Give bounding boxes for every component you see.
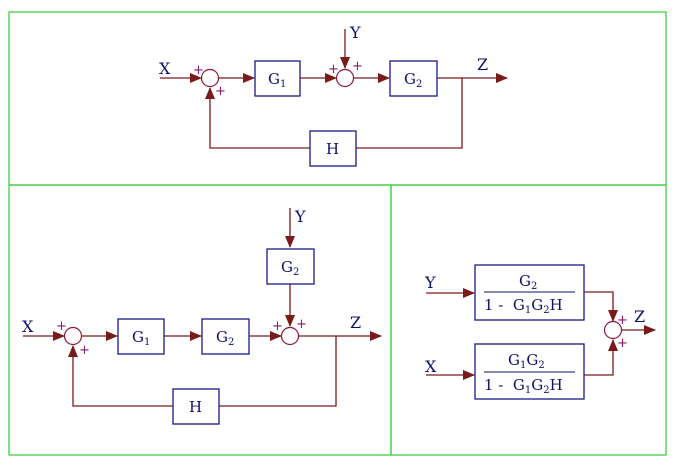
- sum1-plus-left: +: [193, 63, 204, 78]
- block-h: [309, 130, 357, 167]
- panel-bottom-right-frame: [390, 184, 667, 456]
- signal-x-label: X: [159, 59, 171, 78]
- sum2-plus-top: +: [296, 317, 307, 332]
- block-g1-label: G1: [268, 70, 286, 90]
- sum1-plus-bottom: +: [215, 84, 226, 99]
- sum-plus-bottom: +: [617, 336, 628, 351]
- signal-z-label: Z: [350, 313, 361, 332]
- wire-feedback-left: [205, 87, 310, 149]
- signal-y-label: Y: [349, 23, 361, 42]
- block-g2-upper: [266, 248, 315, 285]
- block-g2: [201, 318, 250, 355]
- block-g2: [389, 60, 438, 97]
- summing-junction-output: [603, 320, 623, 340]
- sum2-plus-top: +: [352, 59, 363, 74]
- block-x-transfer-denominator: 1 - G1G2H: [484, 376, 563, 396]
- signal-x-label: X: [22, 317, 34, 336]
- sum2-plus-left: +: [328, 62, 339, 77]
- block-g1-label: G1: [132, 328, 150, 348]
- sum-plus-top: +: [617, 313, 628, 328]
- block-h-label: H: [189, 398, 202, 416]
- signal-z-label: Z: [477, 55, 488, 74]
- block-h-label: H: [326, 140, 339, 158]
- signal-z-label: Z: [634, 307, 645, 326]
- signal-y-label: Y: [424, 273, 436, 292]
- sum1-plus-bottom: +: [79, 343, 90, 358]
- panel-bottom-left: Y G2 X + + G1 G2 + + Z H: [22, 207, 382, 425]
- wire-x-block-to-sum: [584, 339, 618, 376]
- block-g2-upper-label: G2: [281, 258, 299, 278]
- summing-junction-1: [63, 326, 83, 346]
- wire-y-block-to-sum: [584, 291, 618, 322]
- summing-junction-2: [280, 326, 300, 346]
- wire-feedback-right: [356, 78, 463, 149]
- block-g2-label: G2: [404, 70, 422, 90]
- sum2-plus-left: +: [272, 319, 283, 334]
- wire-feedback-right: [219, 336, 337, 407]
- block-y-transfer-numerator: G2: [519, 272, 537, 292]
- block-g1: [117, 318, 165, 355]
- signal-y-label: Y: [294, 207, 306, 226]
- block-y-transfer-denominator: 1 - G1G2H: [484, 296, 563, 316]
- sum1-plus-left: +: [56, 319, 67, 334]
- block-x-transfer-numerator: G1G2: [508, 351, 545, 371]
- block-g2-label: G2: [216, 328, 234, 348]
- signal-x-label: X: [425, 357, 437, 376]
- summing-junction-2: [335, 68, 355, 88]
- wire-feedback-left: [68, 345, 173, 407]
- block-h: [172, 388, 220, 425]
- panel-top: X + + G1 Y + + G2 Z H: [159, 23, 508, 167]
- panel-bottom-right: Y G2 1 - G1G2H X G1G2 1 - G1G2H + + Z: [424, 264, 656, 400]
- summing-junction-1: [200, 68, 220, 88]
